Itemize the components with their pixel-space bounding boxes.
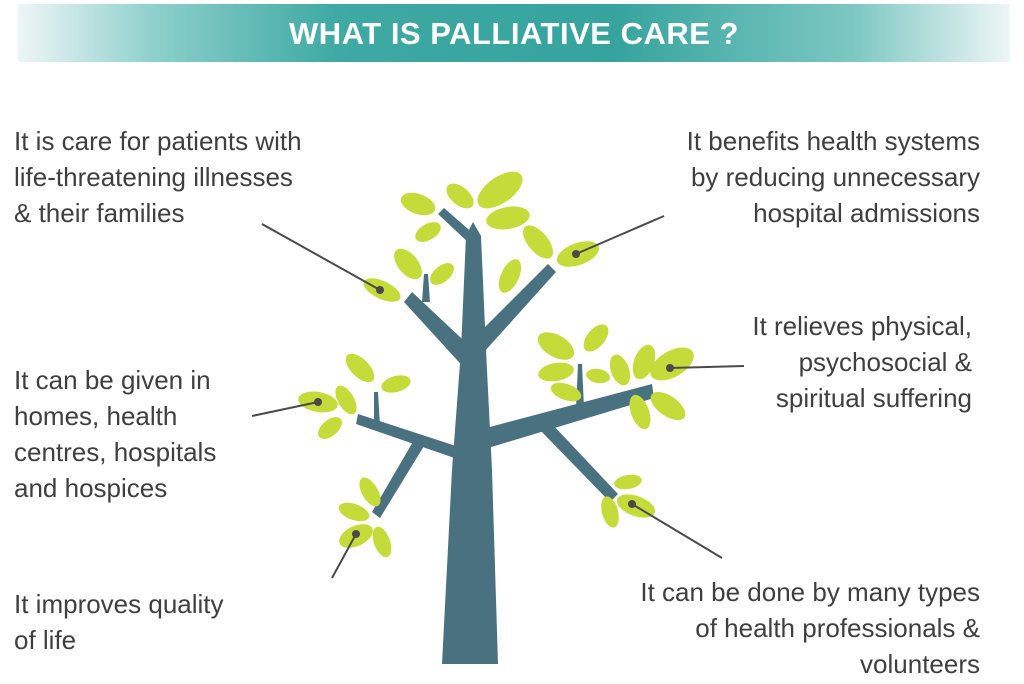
leader-dot — [314, 398, 322, 406]
leaf — [372, 526, 392, 558]
leaf — [650, 347, 694, 381]
leader-dots — [314, 250, 674, 538]
leaf — [650, 391, 686, 421]
leaf — [394, 248, 422, 280]
leaf — [345, 353, 375, 383]
leaf — [538, 362, 574, 382]
leaf — [415, 222, 441, 242]
leaf — [338, 502, 370, 522]
leaf — [486, 206, 530, 230]
leaf — [335, 385, 357, 415]
leaf — [498, 259, 522, 293]
leaf — [523, 225, 553, 259]
leaf — [629, 394, 651, 430]
leaves — [298, 171, 694, 558]
leaf — [614, 474, 642, 490]
branch-middle-right — [486, 384, 654, 448]
branch-middle-left — [356, 414, 466, 462]
callout-health-systems: It benefits health systems by reducing u… — [686, 126, 980, 228]
twig-upper-left — [422, 274, 430, 302]
leaf — [583, 324, 609, 352]
branch-lower-left — [372, 440, 424, 518]
leaf — [601, 496, 619, 528]
branch-upper-left — [404, 292, 476, 372]
leader-dot — [666, 364, 674, 372]
callout-professionals: It can be done by many types of health p… — [640, 577, 980, 679]
leader-line — [669, 365, 745, 369]
title-banner: WHAT IS PALLIATIVE CARE ? — [18, 4, 1010, 62]
page-title: WHAT IS PALLIATIVE CARE ? — [289, 16, 739, 51]
leader-dot — [352, 530, 360, 538]
leader-dot — [572, 250, 580, 258]
leaf — [430, 263, 454, 285]
leaf — [632, 344, 656, 380]
leader-line — [575, 215, 665, 255]
leaf — [609, 354, 631, 386]
twig-middle-left — [374, 392, 380, 426]
leaf — [381, 375, 411, 393]
callout-care-for-patients: It is care for patients with life-threat… — [14, 126, 302, 228]
leaf — [586, 368, 610, 384]
leaf — [537, 332, 575, 360]
leader-line — [331, 533, 357, 579]
tree-trunk-and-branches — [356, 208, 654, 664]
leader-line — [631, 503, 723, 559]
leader-lines — [251, 215, 745, 579]
callout-quality-of-life: It improves quality of life — [14, 589, 224, 655]
leaf — [400, 192, 436, 216]
leader-line — [261, 223, 381, 291]
leaf — [446, 183, 474, 209]
leaf — [550, 382, 582, 402]
callout-where-given: It can be given in homes, health centres… — [14, 365, 217, 503]
leaf — [477, 171, 523, 209]
branch-lower-right — [540, 424, 618, 502]
leaf — [318, 417, 342, 439]
branch-upper-right — [474, 264, 556, 352]
callout-relieves-suffering: It relieves physical, psychosocial & spi… — [752, 311, 972, 413]
twig-middle-right — [576, 364, 584, 408]
leader-dot — [376, 286, 384, 294]
branch-top-left — [438, 208, 476, 244]
leader-dot — [628, 500, 636, 508]
leader-line — [251, 401, 319, 417]
leaf — [359, 477, 381, 507]
